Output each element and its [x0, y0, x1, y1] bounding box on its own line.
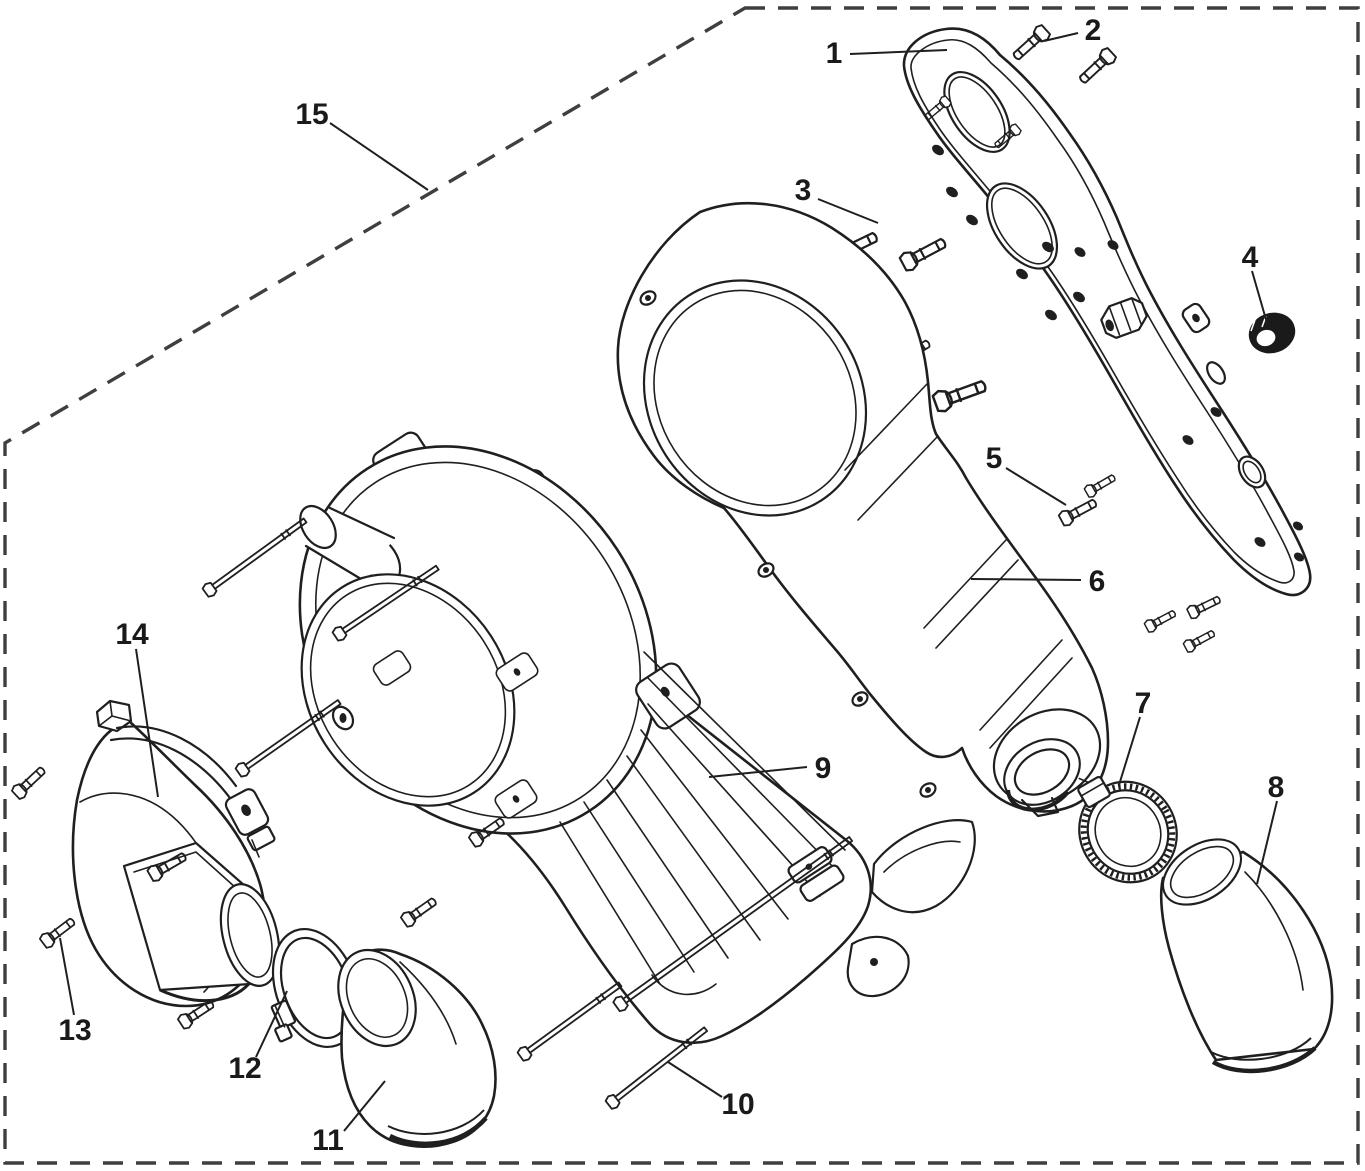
outer-cover-opening [300, 573, 516, 807]
plate-cable-bracket [1100, 297, 1148, 339]
svg-text:13: 13 [58, 1014, 91, 1047]
outer-cover-boss-cylinder [299, 504, 402, 585]
callout-15: 15 [295, 98, 429, 191]
callout-5: 5 [986, 442, 1067, 506]
svg-text:15: 15 [295, 98, 328, 131]
svg-text:9: 9 [815, 752, 832, 785]
outer-cover-top-lug [635, 662, 701, 730]
callout-4: 4 [1242, 241, 1268, 324]
svg-text:8: 8 [1268, 771, 1285, 804]
svg-text:2: 2 [1085, 14, 1102, 47]
callout-6: 6 [970, 565, 1106, 598]
intake-duct-opening [337, 948, 417, 1048]
duct-housing-strap [109, 725, 276, 858]
intake-duct-rim [387, 1109, 488, 1147]
svg-text:12: 12 [228, 1052, 261, 1085]
outer-cover-ribs [559, 651, 846, 996]
callout-13: 13 [58, 937, 92, 1047]
callout-7: 7 [1118, 687, 1152, 786]
outlet-duct-opening [1161, 838, 1243, 906]
callout-10: 10 [667, 1061, 755, 1121]
plate-slot-small [1206, 361, 1226, 385]
plate-oval-hole-upper [943, 71, 1011, 153]
outer-cover-lower-boss [846, 935, 910, 998]
svg-text:7: 7 [1135, 687, 1152, 720]
duct-housing-top-tab [95, 699, 133, 733]
svg-text:14: 14 [115, 618, 149, 651]
callout-14: 14 [115, 618, 159, 798]
plate-ear-tab [1181, 302, 1211, 334]
inner-cover-outlet [992, 708, 1102, 818]
duct-housing-outlet [219, 883, 281, 987]
part-10-long-bolts [200, 513, 854, 1112]
hose-clamp-serration [1080, 783, 1176, 881]
plate-oval-hole-lower [985, 182, 1059, 270]
svg-text:1: 1 [826, 37, 843, 70]
outlet-duct-curve [1244, 871, 1304, 991]
outlet-duct-rim [1210, 1037, 1317, 1074]
part-1-mounting-plate [902, 27, 1312, 597]
part-9-outer-cover [298, 431, 976, 1045]
hose-clamp-screw-housing [1077, 775, 1111, 809]
outer-cover-inner-bosses [372, 650, 539, 819]
inner-cover-edge-ears [639, 290, 937, 798]
part-7-hose-clamp [1077, 775, 1178, 884]
part-12-clamp [270, 927, 361, 1049]
callout-1: 1 [826, 37, 948, 70]
callout-3: 3 [795, 174, 879, 224]
part-6-inner-cover [616, 201, 1110, 818]
svg-text:11: 11 [312, 1124, 344, 1157]
part-8-outlet-duct [1159, 838, 1334, 1074]
intake-duct-curve [399, 961, 457, 1045]
svg-text:4: 4 [1242, 241, 1259, 274]
inner-cover-opening-rim [653, 289, 857, 507]
callout-12: 12 [228, 990, 288, 1085]
inner-cover-step-bands [844, 383, 1073, 749]
callout-9: 9 [708, 752, 832, 785]
plate-bolt-holes [932, 144, 1305, 562]
outer-cover-opening-rim [309, 582, 507, 798]
plate-slot-bottom [1237, 455, 1267, 489]
callouts: 1 2 3 4 5 6 7 8 [58, 14, 1284, 1157]
outer-cover-fin [870, 819, 976, 914]
part-11-intake-duct [337, 948, 497, 1148]
callout-8: 8 [1256, 771, 1285, 885]
plate-gasket-line [910, 38, 1295, 584]
svg-text:5: 5 [986, 442, 1003, 475]
part-14-duct-housing [71, 699, 281, 1008]
clamp-buckle [270, 999, 297, 1043]
frame-boundary-dashed [3, 6, 1360, 1165]
part-4-grommet [1248, 312, 1296, 354]
svg-text:10: 10 [721, 1088, 754, 1121]
outer-cover-rim-ear [331, 705, 355, 731]
callout-11: 11 [312, 1080, 386, 1157]
svg-text:3: 3 [795, 174, 812, 207]
svg-text:6: 6 [1089, 565, 1106, 598]
inner-cover-opening [642, 279, 868, 517]
callout-2: 2 [1043, 14, 1102, 47]
